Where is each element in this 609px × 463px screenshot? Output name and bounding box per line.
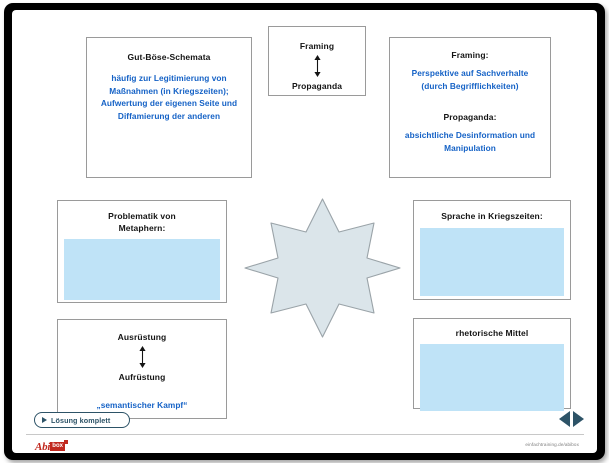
metaphern-answer-field[interactable] xyxy=(64,239,220,300)
navigation-arrows xyxy=(559,411,584,427)
triangle-right-icon[interactable] xyxy=(573,411,584,427)
box-framing-propaganda-pair: Framing Propaganda xyxy=(268,26,366,96)
framing-definition-heading: Framing: xyxy=(451,50,489,60)
presentation-window-inner: Gut-Böse-Schemata häufig zur Legitimieru… xyxy=(12,10,597,453)
framing-pair-bottom-label: Propaganda xyxy=(291,81,343,91)
framing-definition-body-line-2: (durch Begrifflichkeiten) xyxy=(421,80,519,91)
double-headed-vertical-arrow-icon xyxy=(313,55,321,77)
rhetorische-title: rhetorische Mittel xyxy=(455,328,529,338)
box-sprache-in-kriegszeiten: Sprache in Kriegszeiten: xyxy=(413,200,571,300)
box-gut-boese-title: Gut-Böse-Schemata xyxy=(127,52,211,62)
sprache-title: Sprache in Kriegszeiten: xyxy=(441,211,543,221)
logo-text: Abi xyxy=(35,440,51,453)
box-rhetorische-mittel: rhetorische Mittel xyxy=(413,318,571,411)
box-gut-boese-schemata: Gut-Böse-Schemata häufig zur Legitimieru… xyxy=(86,37,252,178)
box-gut-boese-body-line-4: Diffamierung der anderen xyxy=(117,110,221,121)
metaphern-title-line-2: Metaphern: xyxy=(118,223,166,233)
solution-complete-button[interactable]: Lösung komplett xyxy=(34,412,130,428)
logo-badge: box xyxy=(50,440,68,451)
propaganda-definition-heading: Propaganda: xyxy=(443,112,497,122)
box-gut-boese-body-line-3: Aufwertung der eigenen Seite und xyxy=(100,98,238,108)
metaphern-title-line-1: Problematik von xyxy=(108,211,176,221)
propaganda-definition-body-line-2: Manipulation xyxy=(444,142,496,153)
sprache-answer-field[interactable] xyxy=(420,228,564,296)
footer-divider xyxy=(26,434,584,435)
propaganda-definition-body-line-1: absichtliche Desinformation und xyxy=(404,130,536,140)
ausruestung-top-label: Ausrüstung xyxy=(117,332,167,342)
box-problematik-von-metaphern: Problematik von Metaphern: xyxy=(57,200,227,303)
triangle-left-icon[interactable] xyxy=(559,411,570,427)
slide-canvas: Gut-Böse-Schemata häufig zur Legitimieru… xyxy=(12,10,597,453)
box-gut-boese-body-line-2: Maßnahmen (in Kriegszeiten); xyxy=(109,85,229,96)
framing-definition-body-line-1: Perspektive auf Sachverhalte xyxy=(411,68,529,78)
abibox-logo: Abi box xyxy=(35,440,68,453)
box-gut-boese-body-line-1: häufig zur Legitimierung von xyxy=(111,73,227,83)
rhetorische-answer-field[interactable] xyxy=(420,344,564,411)
eight-pointed-star-icon xyxy=(244,198,401,338)
presentation-window-frame: Gut-Böse-Schemata häufig zur Legitimieru… xyxy=(4,3,605,460)
footer-credit: einfachtraining.de/abibox xyxy=(525,442,579,447)
ausruestung-footer-text: „semantischer Kampf“ xyxy=(96,400,188,410)
double-headed-vertical-arrow-icon xyxy=(138,346,146,368)
box-ausruestung-aufruestung: Ausrüstung Aufrüstung „semantischer Kamp… xyxy=(57,319,227,419)
ausruestung-bottom-label: Aufrüstung xyxy=(118,372,166,382)
box-framing-propaganda-definitions: Framing: Perspektive auf Sachverhalte (d… xyxy=(389,37,551,178)
play-triangle-icon xyxy=(42,417,47,423)
framing-pair-top-label: Framing xyxy=(299,41,335,51)
solution-complete-button-label: Lösung komplett xyxy=(51,415,111,425)
